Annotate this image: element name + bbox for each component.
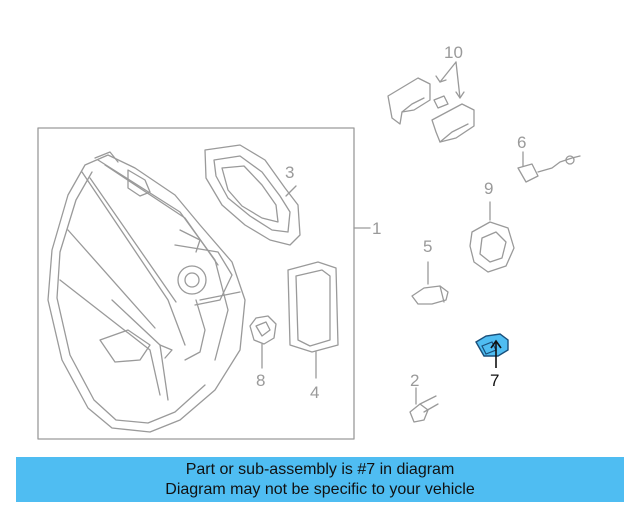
assembly-frame — [37, 127, 371, 440]
callout-8: 8 — [256, 371, 265, 390]
part-8-socket — [249, 315, 277, 369]
part-7-highlighted-bulb[interactable] — [475, 333, 509, 368]
part-9-ring — [469, 201, 515, 273]
callout-2: 2 — [410, 371, 419, 390]
part-10-brackets — [387, 61, 475, 143]
info-banner: Part or sub-assembly is #7 in diagram Di… — [16, 457, 624, 502]
part-2-screw — [409, 387, 439, 423]
callout-5: 5 — [423, 237, 432, 256]
callout-10: 10 — [444, 43, 463, 62]
part-3-cover — [204, 144, 301, 246]
part-5-bulb — [411, 261, 449, 305]
part-6-bulb-wire — [517, 151, 581, 183]
callout-7: 7 — [490, 371, 499, 390]
part-4-seal — [287, 261, 339, 379]
callout-3: 3 — [285, 163, 294, 182]
banner-line-2: Diagram may not be specific to your vehi… — [165, 481, 475, 498]
headlamp-housing — [47, 151, 246, 433]
banner-line-1: Part or sub-assembly is #7 in diagram — [185, 461, 455, 478]
callout-1: 1 — [372, 219, 381, 238]
callout-4: 4 — [310, 383, 319, 402]
callout-9: 9 — [484, 179, 493, 198]
callout-6: 6 — [517, 133, 526, 152]
